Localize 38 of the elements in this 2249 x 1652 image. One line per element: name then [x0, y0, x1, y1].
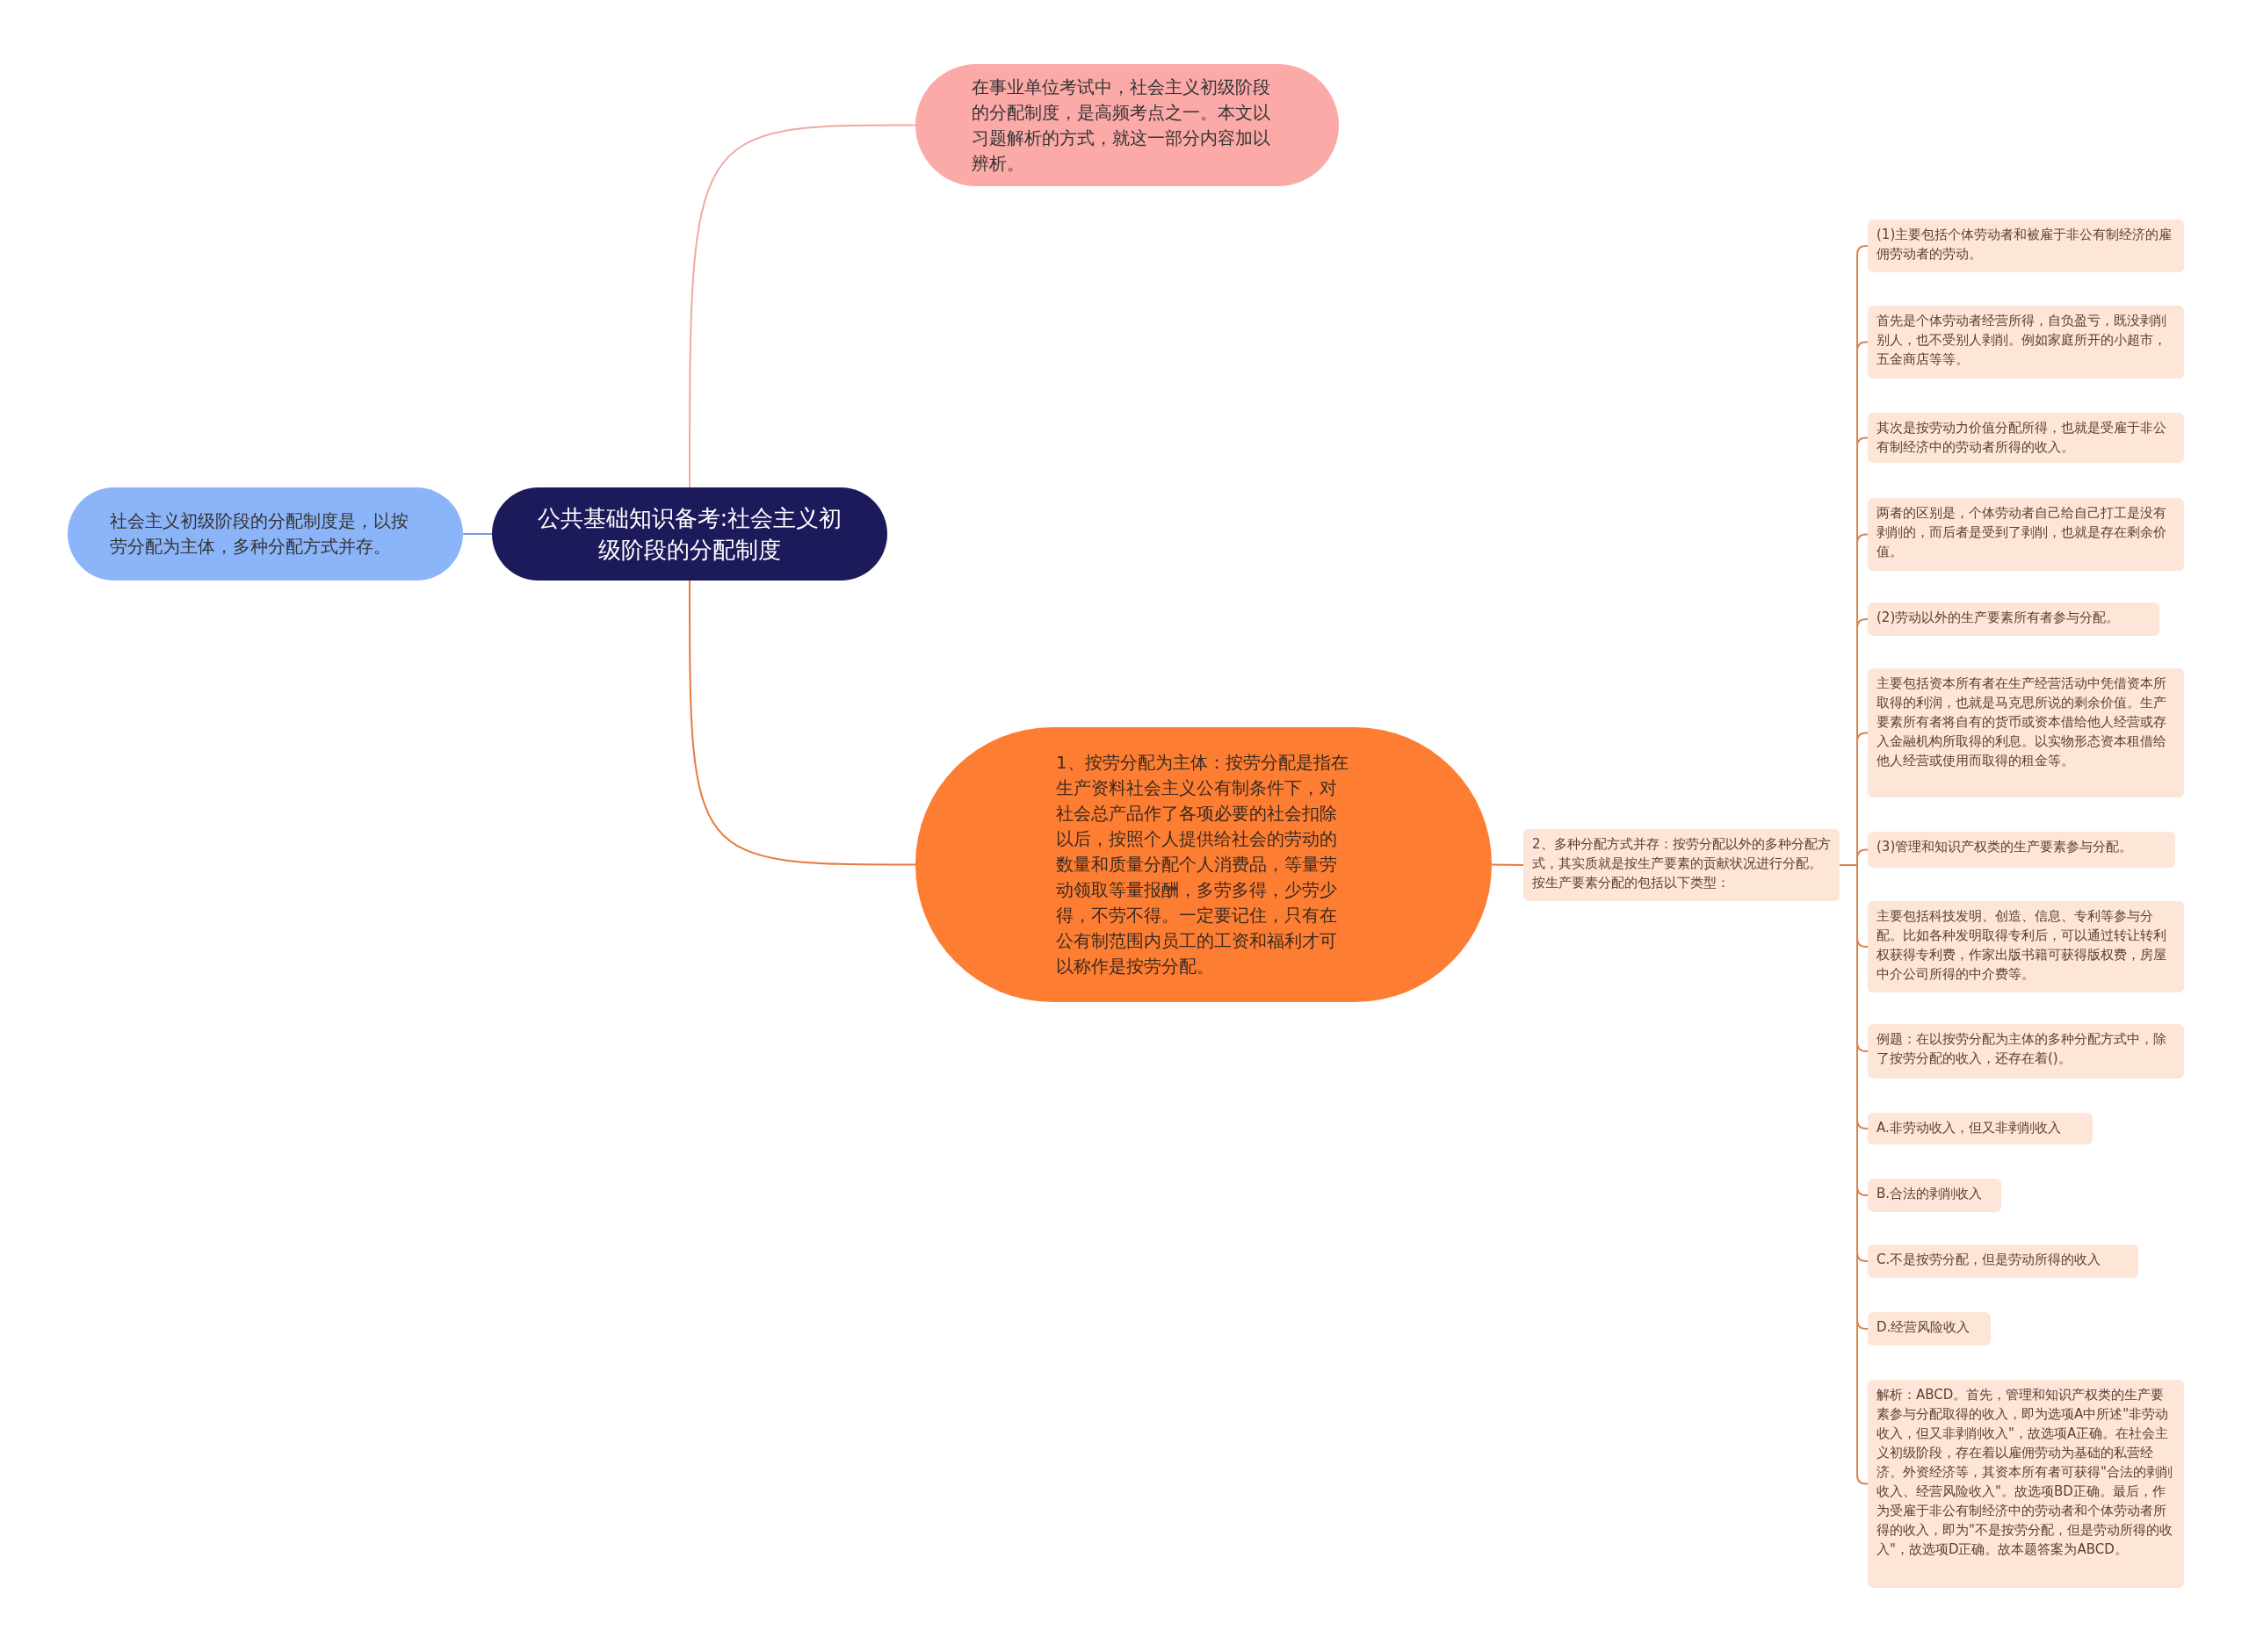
leaf-box — [1868, 1380, 2184, 1588]
leaf-box — [1868, 413, 2184, 463]
leaf-box — [1868, 220, 2184, 272]
topic-text: 1、按劳分配为主体：按劳分配是指在生产资料社会主义公有制条件下，对社会总产品作了各项必要的社会扣除以后，按照个人提供给社会的劳动的数量和质量分配个人消费品，等量劳动领取等量报酬，多劳多得，少劳少得，不劳不得。一定要记住，只有在公有制范围内员工的工资和福利才可以称作是按劳分配。 — [1056, 751, 1349, 978]
topic-text: A.非劳动收入，但又非剥削收入 — [1877, 1119, 2062, 1137]
topic-text: C.不是按劳分配，但是劳动所得的收入 — [1877, 1251, 2102, 1269]
topic-text: 公共基础知识备考:社会主义初级阶段的分配制度 — [536, 504, 843, 565]
topic-text: B.合法的剥削收入 — [1877, 1185, 1984, 1203]
leaf-box — [1868, 1113, 2093, 1144]
topic-text: (1)主要包括个体劳动者和被雇于非公有制经济的雇佣劳动者的劳动。 — [1877, 226, 2173, 263]
subtopic-box — [1523, 829, 1840, 901]
topic-text: (3)管理和知识产权类的生产要素参与分配。 — [1877, 838, 2134, 856]
topic-text: 例题：在以按劳分配为主体的多种分配方式中，除了按劳分配的收入，还存在着()。 — [1877, 1030, 2167, 1068]
connector-line — [689, 124, 916, 488]
leaf-box — [1868, 306, 2184, 379]
leaf-box — [1868, 832, 2175, 868]
leaf-box — [1868, 1312, 1991, 1345]
leaf-box — [1868, 602, 2159, 636]
topic-text: 主要包括资本所有者在生产经营活动中凭借资本所取得的利润，也就是马克思所说的剩余价值。生产要素所有者将自有的货币或资本借给他人经营或存入金融机构所取得的利息。以实物形态资本租借给他人经营或使用而取得的租金等。 — [1877, 675, 2167, 770]
topic-text: 两者的区别是，个体劳动者自己给自己打工是没有剥削的，而后者是受到了剥削，也就是存在剩余价值。 — [1877, 504, 2167, 561]
leaf-box — [1868, 1024, 2184, 1078]
connector-line — [462, 533, 493, 535]
leaf-box — [1868, 1179, 2001, 1212]
topic-text: 2、多种分配方式并存：按劳分配以外的多种分配方式，其实质就是按生产要素的贡献状况进行分配。按生产要素分配的包括以下类型： — [1532, 835, 1831, 892]
connector-line — [1491, 863, 1524, 866]
leaf-box — [1868, 498, 2184, 571]
leaf-box — [1868, 901, 2184, 992]
topic-text: 社会主义初级阶段的分配制度是，以按劳分配为主体，多种分配方式并存。 — [110, 509, 409, 559]
topic-text: 其次是按劳动力价值分配所得，也就是受雇于非公有制经济中的劳动者所得的收入。 — [1877, 419, 2167, 457]
topic-text: 在事业单位考试中，社会主义初级阶段的分配制度，是高频考点之一。本文以习题解析的方式，就这一部分内容加以辨析。 — [972, 75, 1271, 176]
topic-text: 解析：ABCD。首先，管理和知识产权类的生产要素参与分配取得的收入，即为选项A中所述"非劳动收入，但又非剥削收入"，故选项A正确。在社会主义初级阶段，存在着以雇佣劳动为基础的私营经济、外资经济等，其资本所有者可获得"合法的剥削收入、经营风险收入"。故选项BD正确。最后，作为受雇于非公有制经济中的劳动者和个体劳动者所得的收入，即为"不是按劳分配，但是劳动所得的收入"，故选项D正确。故本题答案为ABCD。 — [1877, 1386, 2173, 1559]
connector-line — [689, 580, 916, 866]
topic-text: (2)劳动以外的生产要素所有者参与分配。 — [1877, 609, 2121, 627]
topic-text: 主要包括科技发明、创造、信息、专利等参与分配。比如各种发明取得专利后，可以通过转让转利权获得专利费，作家出版书籍可获得版权费，房屋中介公司所得的中介费等。 — [1877, 907, 2167, 984]
leaf-box — [1868, 1244, 2138, 1278]
topic-text: 首先是个体劳动者经营所得，自负盈亏，既没剥削别人，也不受别人剥削。例如家庭所开的小超市，五金商店等等。 — [1877, 312, 2167, 369]
topic-text: D.经营风险收入 — [1877, 1318, 1971, 1337]
leaf-box — [1868, 668, 2184, 797]
